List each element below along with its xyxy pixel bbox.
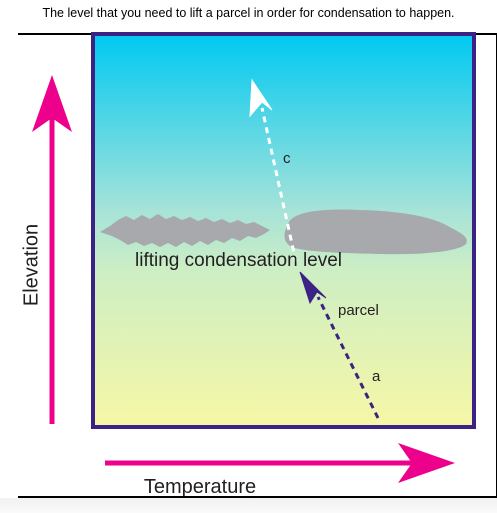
parcel-path-upper: [260, 107, 298, 263]
bottom-shade: [0, 498, 497, 513]
point-a-label: a: [372, 368, 381, 385]
temperature-axis-arrowhead: [398, 443, 455, 483]
parcel-path-lower: [316, 296, 380, 419]
point-c-label: c: [283, 150, 291, 167]
upper-arrowhead: [249, 78, 273, 118]
elevation-axis-arrowhead: [32, 75, 72, 132]
cloud-right: [284, 209, 467, 255]
diagram-caption: The level that you need to lift a parcel…: [42, 6, 455, 20]
temperature-axis-label: Temperature: [143, 476, 257, 498]
cloud-left: [100, 214, 270, 247]
elevation-axis-label: Elevation: [20, 223, 43, 307]
lifting-condensation-level-label: lifting condensation level: [135, 250, 343, 271]
bottom-rule: [18, 496, 497, 498]
parcel-arrowhead: [299, 271, 327, 305]
parcel-label: parcel: [338, 302, 379, 319]
